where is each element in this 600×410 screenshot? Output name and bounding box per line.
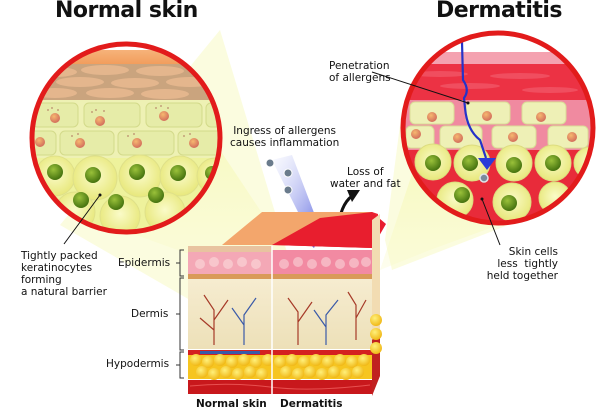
allergen-particle-icon [479,173,489,183]
allergen-arrowhead [478,158,496,170]
label-ingress: Ingress of allergens causes inflammation [230,125,340,149]
layer-label-hypodermis: Hypodermis [106,358,170,370]
label-loss: Loss of water and fat [330,166,401,190]
dermatitis-closeup [403,33,593,223]
allergen-particles-icon [265,158,293,195]
block-label-dermatitis: Dermatitis [280,398,343,410]
layer-brackets [176,249,184,379]
label-penetration: Penetration of allergens [329,60,391,84]
ring-right [400,30,596,226]
block-label-normal-skin: Normal skin [196,398,267,410]
label-skin-cells: Skin cells less tightly held together [486,246,558,282]
layer-label-epidermis: Epidermis [118,257,171,269]
allergen-path [460,41,488,159]
title-normal-skin: Normal skin [55,0,198,23]
label-tightly-packed: Tightly packed keratinocytes forming a n… [21,250,107,298]
ring-left [29,41,223,235]
leader-skin-cells [481,198,501,246]
leader-tightly [63,194,101,245]
layer-label-dermis: Dermis [131,308,169,320]
skin-block [188,212,386,396]
title-dermatitis: Dermatitis [436,0,563,23]
leader-penetration [371,71,469,104]
